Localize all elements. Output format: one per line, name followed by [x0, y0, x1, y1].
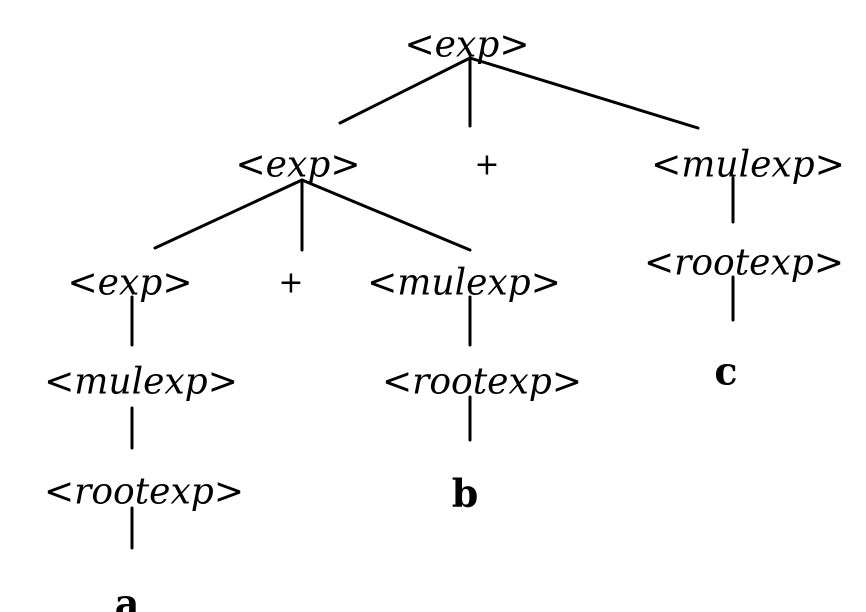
nonterminal-node: <exp> — [405, 25, 530, 66]
terminal-node: b — [452, 471, 479, 516]
terminal-node: a — [115, 581, 140, 612]
tree-edges — [130, 56, 735, 550]
nonterminal-node: <rootexp> — [382, 362, 582, 403]
nonterminal-node: <rootexp> — [644, 243, 844, 284]
tree-edge-n1-n2 — [338, 56, 472, 125]
nonterminal-node: <mulexp> — [651, 145, 845, 186]
nonterminal-node: <exp> — [236, 145, 361, 186]
nonterminal-node: <mulexp> — [44, 362, 238, 403]
nonterminal-node: <exp> — [68, 263, 193, 304]
tree-edge-n2-n7 — [300, 178, 472, 252]
terminal-node: c — [714, 349, 737, 394]
tree-edge-n1-n4 — [468, 56, 700, 130]
nonterminal-node: <mulexp> — [367, 263, 561, 304]
tree-edge-n2-n5 — [153, 178, 304, 250]
tree-nodes: <exp> <exp> + <mulexp> <exp> + <mulexp> <rootex… — [44, 25, 845, 612]
operator-node: + — [474, 148, 499, 183]
operator-node: + — [278, 266, 303, 301]
nonterminal-node: <rootexp> — [44, 472, 244, 513]
